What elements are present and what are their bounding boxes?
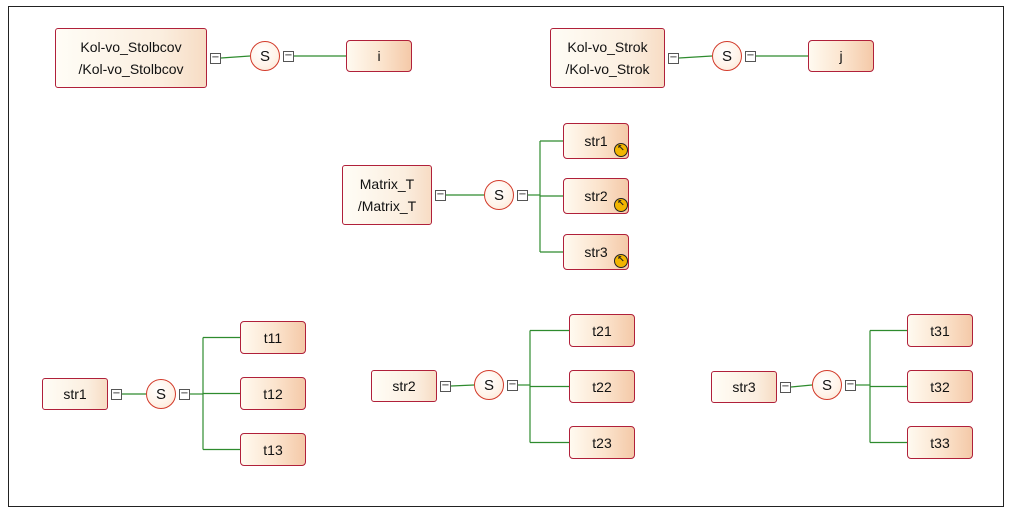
root-node-matrix[interactable]: Matrix_T/Matrix_T: [342, 165, 432, 225]
child-node-t22[interactable]: t22: [569, 370, 635, 403]
collapse-toggle-seq-strok[interactable]: −: [745, 49, 756, 62]
root-node-label: Kol-vo_Stolbcov: [80, 39, 182, 55]
child-node-t11[interactable]: t11: [240, 321, 306, 354]
reference-arrow-icon[interactable]: ↖: [614, 143, 628, 157]
collapse-toggle-seq-stolbcov[interactable]: −: [283, 49, 294, 62]
wire-root-to-seq: [450, 384, 475, 387]
collapse-toggle-seq-str3[interactable]: −: [845, 378, 856, 391]
child-node-label: str1: [584, 133, 608, 149]
root-node-stolbcov[interactable]: Kol-vo_Stolbcov/Kol-vo_Stolbcov: [55, 28, 207, 88]
collapse-toggle-root-strok[interactable]: −: [668, 51, 679, 64]
root-node-label: str2: [392, 378, 416, 394]
sequence-node-str1[interactable]: S: [146, 379, 176, 409]
child-node-t23[interactable]: t23: [569, 426, 635, 459]
child-node-t12[interactable]: t12: [240, 377, 306, 410]
reference-arrow-icon[interactable]: ↖: [614, 254, 628, 268]
child-node-i[interactable]: i: [346, 40, 412, 72]
child-node-label: t32: [930, 378, 950, 395]
wire-root-to-seq: [678, 55, 713, 59]
wire-root-to-seq: [790, 384, 813, 388]
child-node-label: t11: [263, 329, 283, 346]
child-node-str3[interactable]: str3: [563, 234, 629, 270]
root-node-label: str3: [732, 379, 756, 395]
child-node-t32[interactable]: t32: [907, 370, 973, 403]
child-node-label: i: [377, 48, 381, 64]
root-node-str3[interactable]: str3: [711, 371, 777, 403]
child-node-t21[interactable]: t21: [569, 314, 635, 347]
child-node-label: t23: [592, 434, 612, 451]
wire-root-to-seq: [220, 55, 251, 59]
root-node-str2[interactable]: str2: [371, 370, 437, 402]
child-node-j[interactable]: j: [808, 40, 874, 72]
collapse-toggle-root-str3[interactable]: −: [780, 380, 791, 393]
collapse-toggle-seq-str2[interactable]: −: [507, 378, 518, 391]
root-node-label: Kol-vo_Strok: [567, 39, 648, 55]
child-node-t33[interactable]: t33: [907, 426, 973, 459]
diagram-frame: [8, 6, 1004, 507]
root-node-label: /Matrix_T: [357, 198, 417, 214]
root-node-label: str1: [63, 386, 87, 402]
child-node-label: t12: [263, 385, 283, 402]
child-node-label: t31: [930, 322, 950, 339]
child-node-label: t21: [592, 322, 612, 339]
child-node-label: t33: [930, 434, 950, 451]
root-node-label: /Kol-vo_Stolbcov: [78, 61, 184, 77]
child-node-str1[interactable]: str1: [563, 123, 629, 159]
reference-arrow-icon[interactable]: ↖: [614, 198, 628, 212]
collapse-toggle-seq-matrix[interactable]: −: [517, 188, 528, 201]
sequence-node-str2[interactable]: S: [474, 370, 504, 400]
child-node-label: t22: [592, 378, 612, 395]
child-node-label: str3: [584, 244, 608, 260]
child-node-label: str2: [584, 188, 608, 204]
root-node-str1[interactable]: str1: [42, 378, 108, 410]
child-node-label: j: [839, 48, 843, 64]
child-node-t31[interactable]: t31: [907, 314, 973, 347]
root-node-label: Matrix_T: [359, 176, 415, 192]
sequence-node-str3[interactable]: S: [812, 370, 842, 400]
child-node-t13[interactable]: t13: [240, 433, 306, 466]
collapse-toggle-root-str1[interactable]: −: [111, 387, 122, 400]
sequence-node-stolbcov[interactable]: S: [250, 41, 280, 71]
root-node-strok[interactable]: Kol-vo_Strok/Kol-vo_Strok: [550, 28, 665, 88]
collapse-toggle-root-matrix[interactable]: −: [435, 188, 446, 201]
collapse-toggle-root-str2[interactable]: −: [440, 379, 451, 392]
collapse-toggle-seq-str1[interactable]: −: [179, 387, 190, 400]
collapse-toggle-root-stolbcov[interactable]: −: [210, 51, 221, 64]
child-node-label: t13: [263, 441, 283, 458]
root-node-label: /Kol-vo_Strok: [565, 61, 650, 77]
sequence-node-strok[interactable]: S: [712, 41, 742, 71]
sequence-node-matrix[interactable]: S: [484, 180, 514, 210]
